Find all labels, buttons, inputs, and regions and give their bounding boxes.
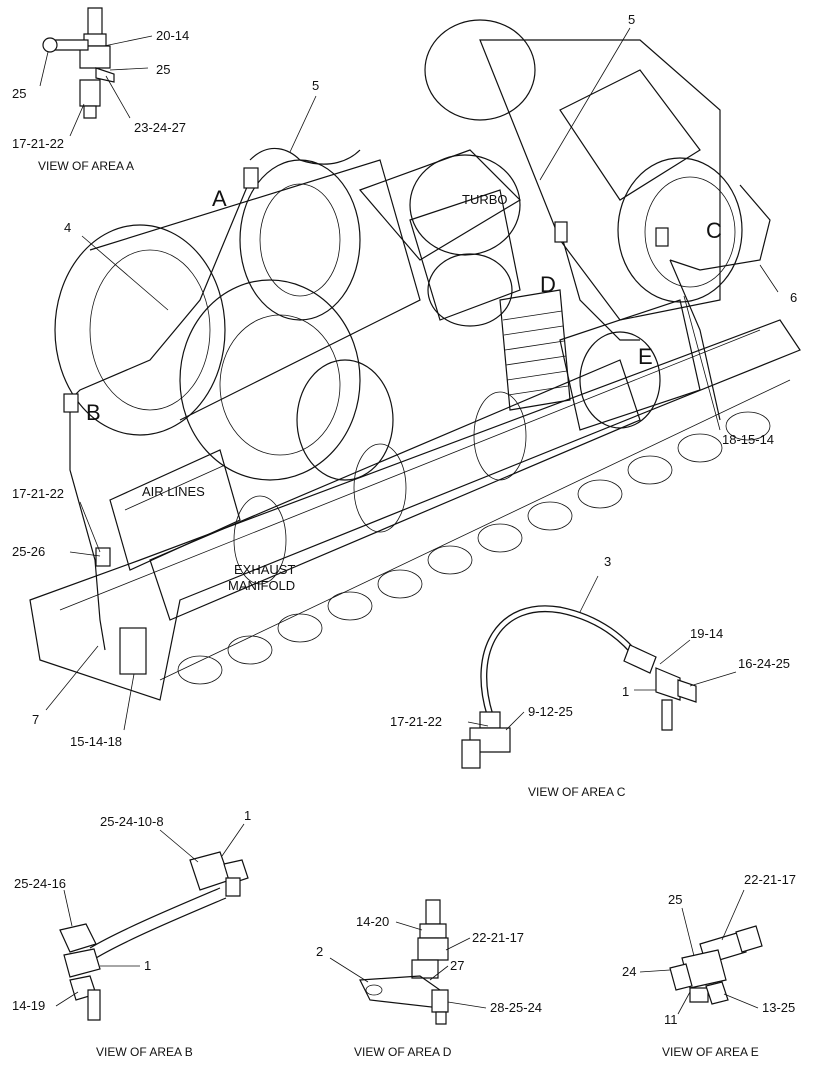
engine-assembly xyxy=(29,19,801,701)
callout-16-24-25: 16-24-25 xyxy=(738,656,790,671)
callout-18-15-14: 18-15-14 xyxy=(722,432,774,447)
view-b-caption: VIEW OF AREA B xyxy=(96,1045,193,1059)
callout-c-1: 1 xyxy=(622,684,629,699)
callout-14-20: 14-20 xyxy=(356,914,389,929)
area-letter-d: D xyxy=(540,272,556,297)
callout-25-24-10-8: 25-24-10-8 xyxy=(100,814,164,829)
view-c-caption: VIEW OF AREA C xyxy=(528,785,626,799)
main-air-tubes xyxy=(63,147,771,675)
callout-5-left: 5 xyxy=(312,78,319,93)
callout-c-17-21-22: 17-21-22 xyxy=(390,714,442,729)
callout-b-1-bottom: 1 xyxy=(144,958,151,973)
callout-13-25: 13-25 xyxy=(762,1000,795,1015)
callout-25-left: 25 xyxy=(12,86,26,101)
label-turbo: TURBO xyxy=(462,192,508,207)
view-b-illustration xyxy=(59,851,249,1021)
area-letter-e: E xyxy=(638,344,653,369)
label-manifold: MANIFOLD xyxy=(228,578,295,593)
view-d-caption: VIEW OF AREA D xyxy=(354,1045,452,1059)
area-letter-a: A xyxy=(212,186,227,211)
callout-28-25-24: 28-25-24 xyxy=(490,1000,542,1015)
view-b-leaders xyxy=(55,823,245,1007)
callout-e-25: 25 xyxy=(668,892,682,907)
view-a-illustration xyxy=(42,7,115,119)
callout-14-19: 14-19 xyxy=(12,998,45,1013)
callout-main-17-21-22: 17-21-22 xyxy=(12,486,64,501)
callout-25-26: 25-26 xyxy=(12,544,45,559)
callout-3: 3 xyxy=(604,554,611,569)
view-e-leaders xyxy=(639,889,759,1015)
callout-22-21-17-d: 22-21-17 xyxy=(472,930,524,945)
callout-4: 4 xyxy=(64,220,71,235)
callout-9-12-25: 9-12-25 xyxy=(528,704,573,719)
label-air-lines: AIR LINES xyxy=(142,484,205,499)
main-leaders xyxy=(45,27,779,731)
view-e-illustration xyxy=(669,925,763,1005)
view-d-leaders xyxy=(329,921,487,1009)
callout-7: 7 xyxy=(32,712,39,727)
area-letter-b: B xyxy=(86,400,101,425)
view-c-illustration xyxy=(461,605,697,769)
callout-e-24: 24 xyxy=(622,964,636,979)
callout-a-17-21-22: 17-21-22 xyxy=(12,136,64,151)
callout-15-14-18: 15-14-18 xyxy=(70,734,122,749)
callout-19-14: 19-14 xyxy=(690,626,723,641)
callout-27: 27 xyxy=(450,958,464,973)
view-a-caption: VIEW OF AREA A xyxy=(38,159,134,173)
callout-22-21-17-e: 22-21-17 xyxy=(744,872,796,887)
area-letter-c: C xyxy=(706,218,722,243)
callout-e-11: 11 xyxy=(664,1012,678,1027)
callout-25-right: 25 xyxy=(156,62,170,77)
label-exhaust: EXHAUST xyxy=(234,562,295,577)
callout-20-14: 20-14 xyxy=(156,28,189,43)
view-c-leaders xyxy=(467,575,737,731)
view-e-caption: VIEW OF AREA E xyxy=(662,1045,759,1059)
callout-5-right: 5 xyxy=(628,12,635,27)
callout-b-1-top: 1 xyxy=(244,808,251,823)
view-d-illustration xyxy=(359,899,449,1025)
callout-23-24-27: 23-24-27 xyxy=(134,120,186,135)
callout-2: 2 xyxy=(316,944,323,959)
callout-25-24-16: 25-24-16 xyxy=(14,876,66,891)
view-a-leaders xyxy=(39,35,153,137)
callout-6: 6 xyxy=(790,290,797,305)
